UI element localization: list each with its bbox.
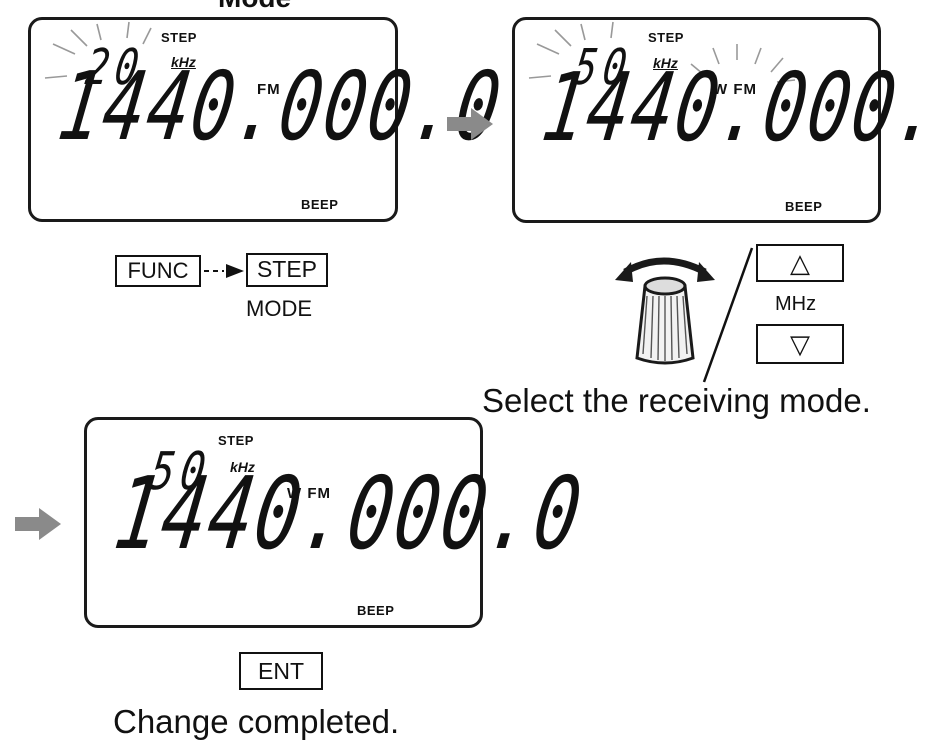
ent-key[interactable]: ENT (239, 652, 323, 690)
step-label: STEP (648, 30, 684, 45)
lcd-display-2: 50 STEP kHz W FM 1440.000.0 BEEP (512, 17, 941, 223)
frequency-readout: 1440.000.0 (107, 456, 590, 573)
mhz-label: MHz (775, 293, 817, 315)
arrow-right-icon (204, 264, 244, 278)
flash-rays-icon (528, 21, 796, 83)
beep-indicator: BEEP (301, 197, 339, 212)
mode-indicator: W FM (713, 81, 757, 98)
arrow-right-icon (15, 508, 61, 540)
khz-label: kHz (171, 54, 196, 70)
caption-select-mode: Select the receiving mode. (482, 382, 871, 419)
mode-indicator: FM (257, 81, 281, 98)
step-key[interactable]: STEP (246, 253, 328, 287)
step-label: STEP (161, 30, 197, 45)
step-label: STEP (218, 433, 254, 448)
caption-change-completed: Change completed. (113, 703, 400, 740)
header-label: Mode (218, 0, 291, 12)
lcd-display-3: 50 STEP kHz W FM 1440.000.0 BEEP (84, 417, 590, 628)
mode-sublabel: MODE (246, 296, 312, 321)
khz-label: kHz (230, 459, 255, 475)
mode-indicator: W FM (287, 485, 331, 502)
frequency-readout: 1440.000.0 (535, 52, 941, 164)
up-key[interactable]: △ (756, 244, 844, 282)
khz-label: kHz (653, 55, 678, 71)
down-key[interactable]: ▽ (756, 324, 844, 364)
flash-rays-icon (44, 21, 152, 79)
func-key[interactable]: FUNC (115, 255, 201, 287)
lcd-display-1: 20 STEP kHz FM 1440.000.0 BEEP (28, 17, 509, 222)
frequency-readout: 1440.000.0 (51, 51, 509, 163)
beep-indicator: BEEP (357, 603, 395, 618)
dial-knob-icon[interactable] (615, 246, 715, 366)
beep-indicator: BEEP (785, 199, 823, 214)
arrow-right-icon (447, 108, 493, 140)
slash-divider (702, 247, 754, 383)
